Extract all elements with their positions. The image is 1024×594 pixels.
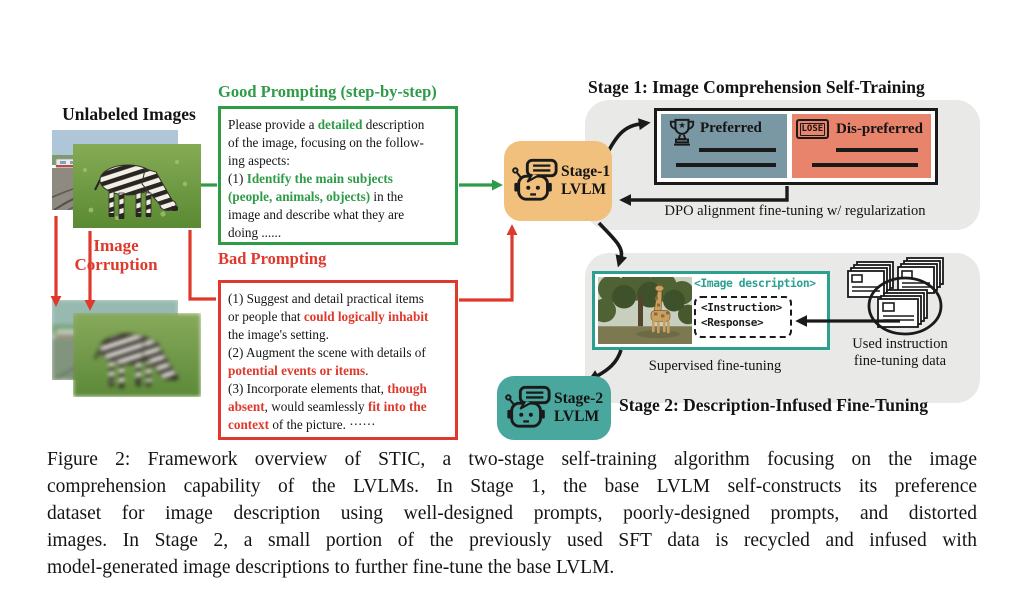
image-description-tag: <Image description>	[694, 277, 816, 290]
dpo-caption: DPO alignment fine-tuning w/ regularizat…	[664, 203, 926, 219]
instruction-response-box: <Instruction> <Response>	[694, 296, 792, 338]
stage1-title: Stage 1: Image Comprehension Self-Traini…	[588, 77, 925, 97]
good-prompting-title: Good Prompting (step-by-step)	[218, 82, 437, 101]
instruction-tag: <Instruction>	[701, 301, 782, 314]
caption-line: images. In Stage 2, a small portion of t…	[47, 530, 977, 551]
unlabeled-images-title: Unlabeled Images	[62, 104, 196, 124]
svg-text:★: ★	[678, 121, 686, 130]
stage1-lvlm-label: Stage-1 LVLM	[561, 163, 611, 198]
bad-prompting-title: Bad Prompting	[218, 249, 327, 268]
stage2-lvlm-chip: Stage-2 LVLM	[497, 376, 611, 440]
caption-line: comprehension capability of the LVLMs. I…	[47, 476, 977, 497]
used-data-caption: Used instruction fine-tuning data	[852, 336, 948, 369]
figure-caption: Figure 2: Framework overview of STIC, a …	[47, 449, 977, 584]
dispreferred-line-1	[836, 148, 918, 152]
caption-line: dataset for image description using well…	[47, 503, 977, 524]
unlabeled-photo-zebra	[73, 144, 201, 228]
caption-line: model-generated image descriptions to fu…	[47, 557, 615, 578]
preferred-label: Preferred	[700, 120, 762, 136]
preferred-line-1	[699, 148, 776, 152]
dispreferred-label: Dis-preferred	[836, 121, 923, 137]
image-corruption-label: Image Corruption	[74, 236, 158, 274]
bad-prompting-box: (1) Suggest and detail practical items o…	[218, 280, 458, 440]
stage1-lvlm-chip: Stage-1 LVLM	[504, 141, 612, 221]
stage2-title: Stage 2: Description-Infused Fine-Tuning	[619, 395, 929, 415]
robot-icon	[512, 158, 558, 201]
trophy-icon: ★	[669, 118, 695, 146]
preferred-line-2	[676, 163, 776, 167]
sft-caption: Supervised fine-tuning	[648, 358, 782, 374]
robot-icon	[505, 385, 551, 428]
giraffe-photo	[598, 277, 692, 344]
dispreferred-line-2	[812, 163, 918, 167]
lose-badge-icon: LOSE	[796, 119, 829, 139]
corrupted-photo-zebra	[73, 313, 201, 397]
preferred-panel	[661, 114, 787, 178]
good-prompting-box: Please provide a detailed description of…	[218, 106, 458, 245]
response-tag: <Response>	[701, 315, 764, 329]
instruction-data-stack-icon	[847, 257, 944, 336]
caption-line: Figure 2: Framework overview of STIC, a …	[47, 449, 977, 470]
stage2-lvlm-label: Stage-2 LVLM	[554, 390, 604, 425]
dispreferred-panel	[792, 114, 931, 178]
